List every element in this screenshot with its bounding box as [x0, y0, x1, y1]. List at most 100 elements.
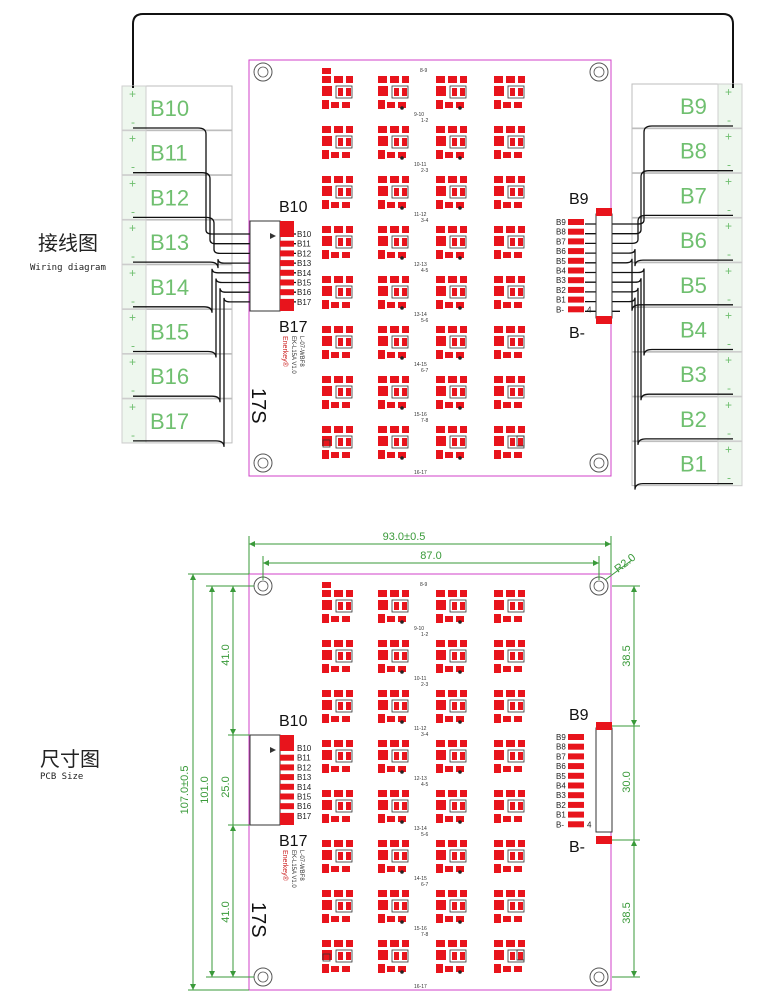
connector-tab	[596, 722, 612, 730]
smd-pad	[518, 640, 525, 647]
smd-pad	[322, 664, 329, 673]
smd-pad	[510, 338, 515, 346]
smd-pad	[494, 136, 504, 146]
component-outline	[449, 899, 467, 913]
smd-pad	[494, 336, 504, 346]
smd-pad	[322, 200, 329, 209]
smd-pad	[514, 302, 522, 308]
smd-pad	[460, 590, 467, 597]
smd-pad	[322, 750, 332, 760]
connector-pin	[568, 792, 584, 799]
smd-pad	[448, 790, 457, 797]
smd-pad	[322, 650, 332, 660]
balance-wire	[133, 216, 296, 255]
smd-pad	[494, 150, 501, 159]
smd-pad	[322, 740, 331, 747]
smd-pad	[436, 336, 446, 346]
connector-pin	[568, 743, 584, 750]
pcb-size-section: 9-101-210-112-311-123-412-134-513-145-61…	[40, 531, 640, 991]
dim-radius: R2.0	[612, 552, 638, 576]
cell-minus-sign: -	[131, 339, 135, 353]
connector-pin	[568, 782, 584, 789]
smd-pad	[514, 716, 522, 722]
smd-pad	[456, 352, 464, 358]
smd-pad	[494, 450, 501, 459]
smd-pad	[448, 126, 457, 133]
cell-label: B7	[680, 183, 707, 208]
connector-tab	[280, 301, 294, 311]
via	[458, 770, 462, 774]
smd-pad	[445, 716, 453, 722]
channel-label: 5-6	[421, 832, 428, 838]
connector-pin-label: B10	[297, 230, 312, 239]
smd-pad	[342, 966, 350, 972]
smd-pad	[338, 852, 343, 860]
smd-pad	[436, 800, 446, 810]
smd-pad	[390, 690, 399, 697]
smd-pad	[322, 426, 331, 433]
smd-pad	[436, 126, 445, 133]
component-outline	[507, 749, 525, 763]
smd-pad	[342, 252, 350, 258]
component-outline	[391, 185, 409, 199]
smd-pad	[390, 890, 399, 897]
smd-pad	[387, 966, 395, 972]
smd-pad	[378, 890, 387, 897]
smd-pad	[402, 640, 409, 647]
smd-pad	[322, 300, 329, 309]
smd-pad	[436, 186, 446, 196]
smd-pad	[514, 666, 522, 672]
smd-pad	[402, 790, 409, 797]
smd-pad	[436, 914, 443, 923]
cell-label: B5	[680, 273, 707, 298]
connector-tab	[596, 208, 612, 216]
smd-pad	[346, 952, 351, 960]
smd-pad	[452, 902, 457, 910]
cell-minus-sign: -	[131, 115, 135, 129]
smd-pad	[378, 76, 387, 83]
battery-cell: +-B16	[121, 353, 233, 399]
battery-cell: +-B15	[121, 309, 233, 354]
connector-pin-label: B14	[297, 783, 312, 792]
channel-label: 12-13	[414, 776, 427, 782]
pin-marker: 4	[587, 820, 592, 829]
smd-pad	[494, 300, 501, 309]
cell-plus-sign: +	[129, 87, 136, 101]
connector-pin-label: B15	[297, 793, 312, 802]
dim-right-bottom: 38.5	[621, 902, 633, 923]
smd-pad	[402, 740, 409, 747]
smd-pad	[518, 438, 523, 446]
smd-pad	[390, 426, 399, 433]
smd-pad	[510, 238, 515, 246]
smd-pad	[494, 590, 503, 597]
smd-pad	[394, 138, 399, 146]
smd-pad	[436, 450, 443, 459]
smd-pad	[436, 76, 445, 83]
cell-plus-sign: +	[129, 221, 136, 235]
via	[400, 456, 404, 460]
connector-pin	[568, 219, 584, 225]
smd-pad	[506, 326, 515, 333]
smd-pad	[514, 152, 522, 158]
smd-pad	[394, 652, 399, 660]
component-outline	[449, 849, 467, 863]
smd-pad	[402, 138, 407, 146]
smd-pad	[378, 176, 387, 183]
smd-pad	[338, 288, 343, 296]
smd-pad	[398, 252, 406, 258]
smd-pad	[378, 86, 388, 96]
smd-pad	[346, 740, 353, 747]
smd-pad	[398, 916, 406, 922]
channel-label: 8-9	[420, 582, 427, 588]
channel-label: 6-7	[421, 882, 428, 888]
connector-pin	[568, 286, 584, 293]
component-outline	[516, 949, 525, 961]
smd-pad	[394, 188, 399, 196]
channel-label: 13-14	[414, 826, 427, 832]
smd-pad	[518, 840, 525, 847]
smd-pad	[452, 802, 457, 810]
connector-pin	[568, 753, 584, 760]
smd-pad	[387, 716, 395, 722]
connector-pin-label: B8	[556, 228, 566, 237]
component-outline	[507, 135, 525, 149]
